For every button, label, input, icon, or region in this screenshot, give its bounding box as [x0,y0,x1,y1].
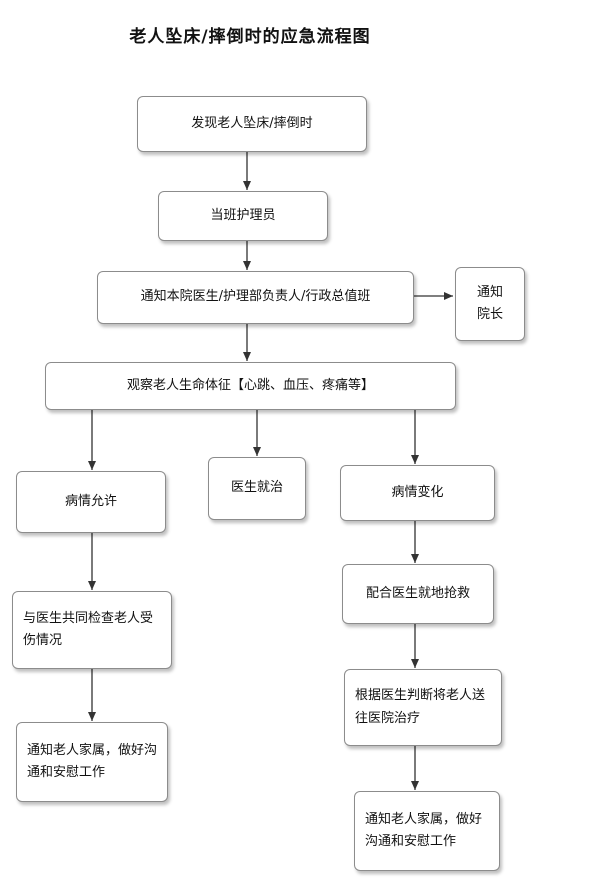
node-nurse: 当班护理员 [158,191,328,241]
node-notify-family-right: 通知老人家属，做好沟通和安慰工作 [354,791,500,871]
node-doctor-treat: 医生就治 [208,457,306,520]
node-send-hospital: 根据医生判断将老人送往医院治疗 [344,669,502,746]
node-check-injury: 与医生共同检查老人受伤情况 [12,591,172,669]
node-notify-family-left: 通知老人家属，做好沟通和安慰工作 [16,722,168,802]
notify-director-line-1: 通知 [476,284,503,300]
node-condition-ok: 病情允许 [16,471,166,533]
node-notify-staff: 通知本院医生/护理部负责人/行政总值班 [97,271,414,324]
node-cooperate-rescue: 配合医生就地抢救 [342,564,494,624]
notify-director-line-2: 院长 [476,307,503,322]
node-condition-change: 病情变化 [340,465,495,521]
node-discover: 发现老人坠床/摔倒时 [137,96,367,152]
page-title: 老人坠床/摔倒时的应急流程图 [129,27,371,47]
node-notify-director: 通知 院长 [455,267,525,341]
node-observe: 观察老人生命体征【心跳、血压、疼痛等】 [45,362,456,410]
